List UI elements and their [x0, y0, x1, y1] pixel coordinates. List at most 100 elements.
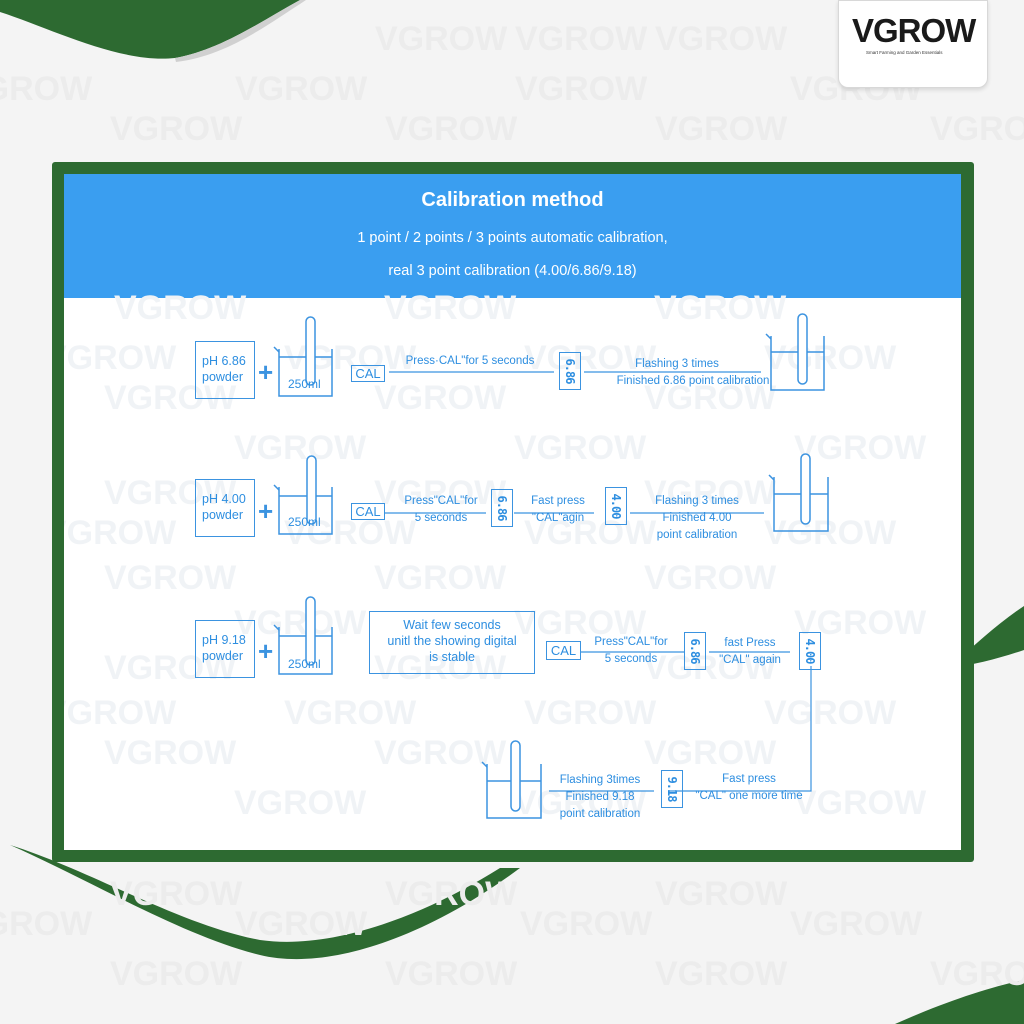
svg-text:VGROW: VGROW: [384, 289, 517, 327]
svg-text:VGROW: VGROW: [514, 784, 647, 822]
row2-powder-box: pH 4.00 powder: [195, 479, 255, 537]
svg-text:VGROW: VGROW: [284, 694, 417, 732]
svg-text:VGROW: VGROW: [385, 955, 518, 993]
svg-text:VGROW: VGROW: [644, 474, 777, 512]
calibration-panel: Calibration method 1 point / 2 points / …: [64, 174, 961, 850]
top-left-swoosh: [0, 0, 300, 59]
bottom-right-swoosh: [895, 980, 1024, 1024]
svg-text:VGROW: VGROW: [110, 110, 243, 148]
svg-text:VGROW: VGROW: [644, 559, 777, 597]
svg-text:VGROW: VGROW: [655, 875, 788, 913]
row1-powder-label: pH 6.86: [202, 354, 246, 368]
row4-step2-label-2: Finished 9.18: [565, 791, 635, 803]
svg-text:VGROW: VGROW: [374, 559, 507, 597]
svg-text:VGROW: VGROW: [515, 70, 648, 108]
svg-text:VGROW: VGROW: [375, 20, 508, 58]
svg-text:VGROW: VGROW: [110, 955, 243, 993]
svg-text:VGROW: VGROW: [794, 429, 927, 467]
svg-text:VGROW: VGROW: [104, 474, 237, 512]
svg-text:VGROW: VGROW: [520, 905, 653, 943]
svg-text:VGROW: VGROW: [644, 379, 777, 417]
row3-cal-button: CAL: [546, 641, 581, 660]
svg-text:VGROW: VGROW: [514, 429, 647, 467]
svg-text:VGROW: VGROW: [110, 875, 243, 913]
row1-powder-box: pH 6.86 powder: [195, 341, 255, 399]
row3-wait-text: Wait few seconds: [403, 618, 501, 632]
svg-text:VGROW: VGROW: [235, 905, 368, 943]
row3-wait-text-2: unitl the showing digital: [387, 634, 517, 648]
row3-display-1: 6.86: [684, 632, 706, 670]
row2-powder-label-2: powder: [202, 508, 243, 522]
svg-text:VGROW: VGROW: [655, 20, 788, 58]
bottom-left-swoosh: [10, 845, 520, 960]
svg-text:VGROW: VGROW: [515, 20, 648, 58]
svg-text:VGROW: VGROW: [64, 694, 177, 732]
beaker-icon: [765, 313, 825, 391]
diagram-lines: [273, 313, 829, 819]
svg-text:VGROW: VGROW: [374, 649, 507, 687]
row3-volume: 250ml: [288, 657, 321, 671]
plus-icon: +: [258, 496, 274, 526]
row1-step2-label: Flashing 3 times: [635, 358, 719, 370]
row3-to-row4-connector: [669, 666, 812, 792]
logo-card: [838, 0, 988, 88]
row1-step2-label-2: Finished 6.86 point calibration: [616, 375, 770, 387]
beaker-icon: [273, 455, 333, 535]
svg-text:VGROW: VGROW: [385, 875, 518, 913]
svg-text:VGROW: VGROW: [654, 289, 787, 327]
row4-step2-label: Flashing 3times: [559, 774, 641, 786]
row2-step1-label: Press"CAL"for: [404, 495, 478, 507]
svg-text:VGROW: VGROW: [0, 905, 93, 943]
svg-text:VGROW: VGROW: [764, 694, 897, 732]
svg-text:VGROW: VGROW: [235, 70, 368, 108]
svg-text:VGROW: VGROW: [64, 339, 177, 377]
beaker-icon: [273, 596, 333, 675]
header-subtitle-1: 1 point / 2 points / 3 points automatic …: [357, 230, 668, 246]
svg-text:VGROW: VGROW: [0, 70, 93, 108]
row1-powder-label-2: powder: [202, 370, 243, 384]
svg-text:VGROW: VGROW: [374, 474, 507, 512]
beaker-icon: [768, 453, 829, 532]
row4-step2-label-3: point calibration: [559, 808, 641, 820]
svg-text:VGROW: VGROW: [524, 694, 657, 732]
row1-step1-label: Press·CAL"for 5 seconds: [405, 355, 535, 367]
row2-step3-label-2: Finished 4.00: [662, 512, 732, 524]
svg-text:VGROW: VGROW: [794, 784, 927, 822]
row2-volume: 250ml: [288, 515, 321, 529]
svg-text:VGROW: VGROW: [374, 379, 507, 417]
beaker-icon: [481, 740, 542, 819]
row3-powder-label-2: powder: [202, 649, 243, 663]
row3-display-2: 4.00: [799, 632, 821, 670]
row2-powder-label: pH 4.00: [202, 492, 246, 506]
row2-display-2: 4.00: [605, 487, 627, 525]
row2-step3-label-3: point calibration: [656, 529, 738, 541]
row3-step1-label-2: 5 seconds: [604, 653, 658, 665]
plus-icon: +: [258, 357, 274, 387]
svg-text:VGROW: VGROW: [385, 110, 518, 148]
row1-cal-button: CAL: [351, 365, 385, 382]
row4-step1-label-2: "CAL" one more time: [695, 790, 803, 802]
svg-text:VGROW: VGROW: [764, 339, 897, 377]
svg-text:VGROW: VGROW: [524, 514, 657, 552]
svg-text:VGROW: VGROW: [104, 734, 237, 772]
row3-powder-box: pH 9.18 powder: [195, 620, 255, 678]
brand-tagline: Smart Farming and Garden Essentials: [866, 50, 943, 55]
svg-text:VGROW: VGROW: [930, 110, 1024, 148]
page-title: Calibration method: [421, 189, 604, 211]
svg-text:VGROW: VGROW: [64, 514, 177, 552]
svg-text:VGROW: VGROW: [104, 649, 237, 687]
row2-step1-label-2: 5 seconds: [414, 512, 468, 524]
row3-step2-label-2: "CAL" again: [719, 654, 781, 666]
beaker-icon: [273, 316, 333, 397]
row3-step1-label: Press"CAL"for: [594, 636, 668, 648]
top-left-swoosh-shadow: [175, 0, 306, 62]
row3-powder-label: pH 9.18: [202, 633, 246, 647]
header-banner: Calibration method 1 point / 2 points / …: [64, 174, 961, 298]
svg-text:VGROW: VGROW: [284, 514, 417, 552]
row3-wait-note: Wait few seconds unitl the showing digit…: [369, 611, 535, 674]
svg-text:VGROW: VGROW: [930, 955, 1024, 993]
svg-text:VGROW: VGROW: [234, 429, 367, 467]
row4-display: 9.18: [661, 770, 683, 808]
row4-step1-label: Fast press: [722, 773, 776, 785]
